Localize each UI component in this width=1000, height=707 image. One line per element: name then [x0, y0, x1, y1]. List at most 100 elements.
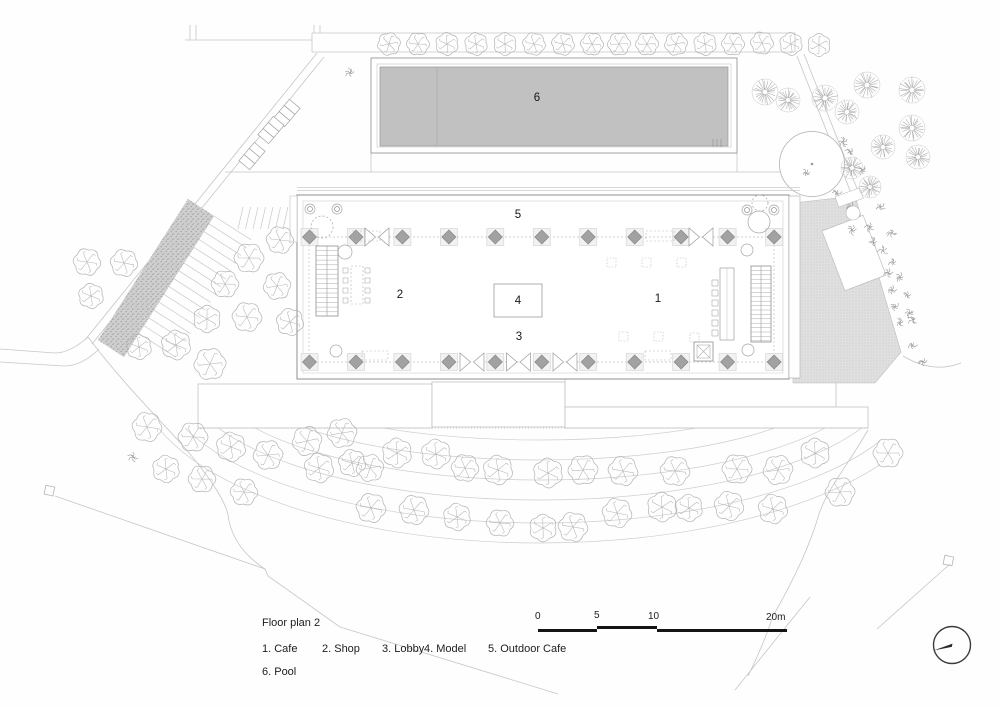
- tree-canopy-outline: [721, 32, 745, 56]
- plan-segment: [257, 115, 285, 145]
- tree-branches: [330, 422, 354, 444]
- tree-canopy-outline: [483, 454, 513, 486]
- tree-canopy-outline: [675, 493, 703, 523]
- tree-canopy-outline: [304, 452, 334, 484]
- tree-canopy-outline: [377, 32, 401, 56]
- tree-symbol: [493, 32, 517, 56]
- round-fixture-inner: [771, 207, 777, 213]
- revolving-door: [364, 227, 390, 247]
- shrub-symbol: [868, 236, 878, 247]
- bench-dashed: [361, 350, 389, 361]
- tree-symbol: [421, 438, 451, 470]
- tree-branches: [342, 451, 362, 475]
- plan-segment: [278, 111, 291, 121]
- plan-segment: [283, 105, 296, 115]
- tree-symbol: [750, 31, 774, 55]
- scale-tick-5: 5: [594, 610, 600, 621]
- plan-segment: [273, 98, 301, 128]
- shrub-symbol: [877, 245, 888, 254]
- round-fixture: [329, 344, 343, 358]
- tree-canopy-outline: [551, 32, 575, 56]
- footpath-corner: [734, 596, 811, 691]
- shop-display: [342, 267, 349, 274]
- tree-canopy-outline: [291, 426, 323, 456]
- tree-symbol: [406, 32, 430, 56]
- tree-symbol: [131, 412, 163, 442]
- dense-tree-symbol: [834, 99, 860, 125]
- shrub-symbol: [890, 302, 899, 312]
- column: [673, 354, 689, 370]
- scale-tick-0: 0: [535, 611, 541, 622]
- tree-branches: [612, 459, 634, 483]
- parking-bay-line: [198, 239, 237, 264]
- vegetation: [72, 31, 931, 543]
- shrub-sprigs: [887, 285, 898, 295]
- round-fixture-inner: [744, 207, 750, 213]
- shrub-sprigs: [876, 203, 886, 211]
- tree-canopy-outline: [721, 454, 753, 484]
- parking-bay-line: [267, 206, 274, 230]
- tree-canopy-outline: [659, 456, 691, 486]
- tree-symbol: [713, 490, 745, 522]
- plan-segment: [248, 148, 261, 158]
- tree-symbol: [177, 422, 209, 452]
- column: [673, 229, 689, 245]
- column: [580, 354, 596, 370]
- amphitheater-arcs: [158, 428, 880, 544]
- tree-canopy-outline: [421, 438, 451, 470]
- tree-branches: [438, 34, 456, 54]
- dense-tree-symbol: [898, 114, 926, 142]
- tree-branches: [554, 34, 572, 54]
- shrub-sprigs: [844, 147, 853, 156]
- parking-bay-line: [173, 278, 211, 303]
- tree-symbol: [567, 455, 599, 485]
- parking-bay-line: [153, 309, 191, 334]
- parking-bay-line: [252, 206, 259, 230]
- tree-symbol: [443, 502, 471, 532]
- tree-branches: [782, 34, 800, 54]
- plan-segment: [238, 141, 266, 171]
- plan-title: Floor plan 2: [262, 617, 321, 629]
- tree-symbol: [807, 33, 831, 57]
- parking-bay-line: [178, 270, 216, 295]
- tree-branches: [561, 515, 585, 539]
- hedge-strip: [97, 198, 215, 358]
- tree-branches: [525, 34, 543, 54]
- parking-bay-line: [208, 223, 247, 248]
- column: [534, 229, 550, 245]
- tree-canopy-outline: [262, 272, 292, 300]
- column-grid: [300, 227, 783, 372]
- parking-bay-line: [203, 231, 242, 256]
- shrub-symbol: [888, 258, 897, 266]
- tree-branches: [725, 457, 749, 481]
- tree-symbol: [355, 454, 385, 482]
- road-curve: [0, 336, 89, 354]
- tree-symbol: [265, 226, 295, 254]
- tree-branches: [191, 468, 213, 490]
- tree-canopy-outline: [485, 509, 515, 537]
- tree-canopy-outline: [187, 465, 217, 493]
- tree-symbol: [635, 32, 659, 56]
- column: [580, 229, 596, 245]
- model-box: [493, 283, 543, 318]
- shrub-symbol: [903, 291, 912, 299]
- parking-bay-line: [275, 206, 281, 230]
- round-fixture: [331, 203, 343, 215]
- parking-bay-line: [237, 206, 244, 230]
- tree-symbol: [675, 493, 703, 523]
- shrub-symbol: [127, 451, 139, 463]
- revolving-door: [459, 352, 485, 372]
- tree-branches: [663, 459, 687, 483]
- shop-display: [342, 287, 349, 294]
- footpath-right: [747, 429, 869, 677]
- shrub-symbol: [896, 271, 904, 282]
- shrub-sprigs: [344, 67, 355, 77]
- column: [348, 354, 364, 370]
- tree-canopy-outline: [807, 33, 831, 57]
- tree-canopy-outline: [607, 456, 639, 486]
- column: [441, 229, 457, 245]
- tree-branches: [650, 495, 674, 519]
- terrace-slab: [431, 381, 566, 428]
- tree-canopy-outline: [800, 437, 830, 469]
- tree-branches: [129, 336, 149, 358]
